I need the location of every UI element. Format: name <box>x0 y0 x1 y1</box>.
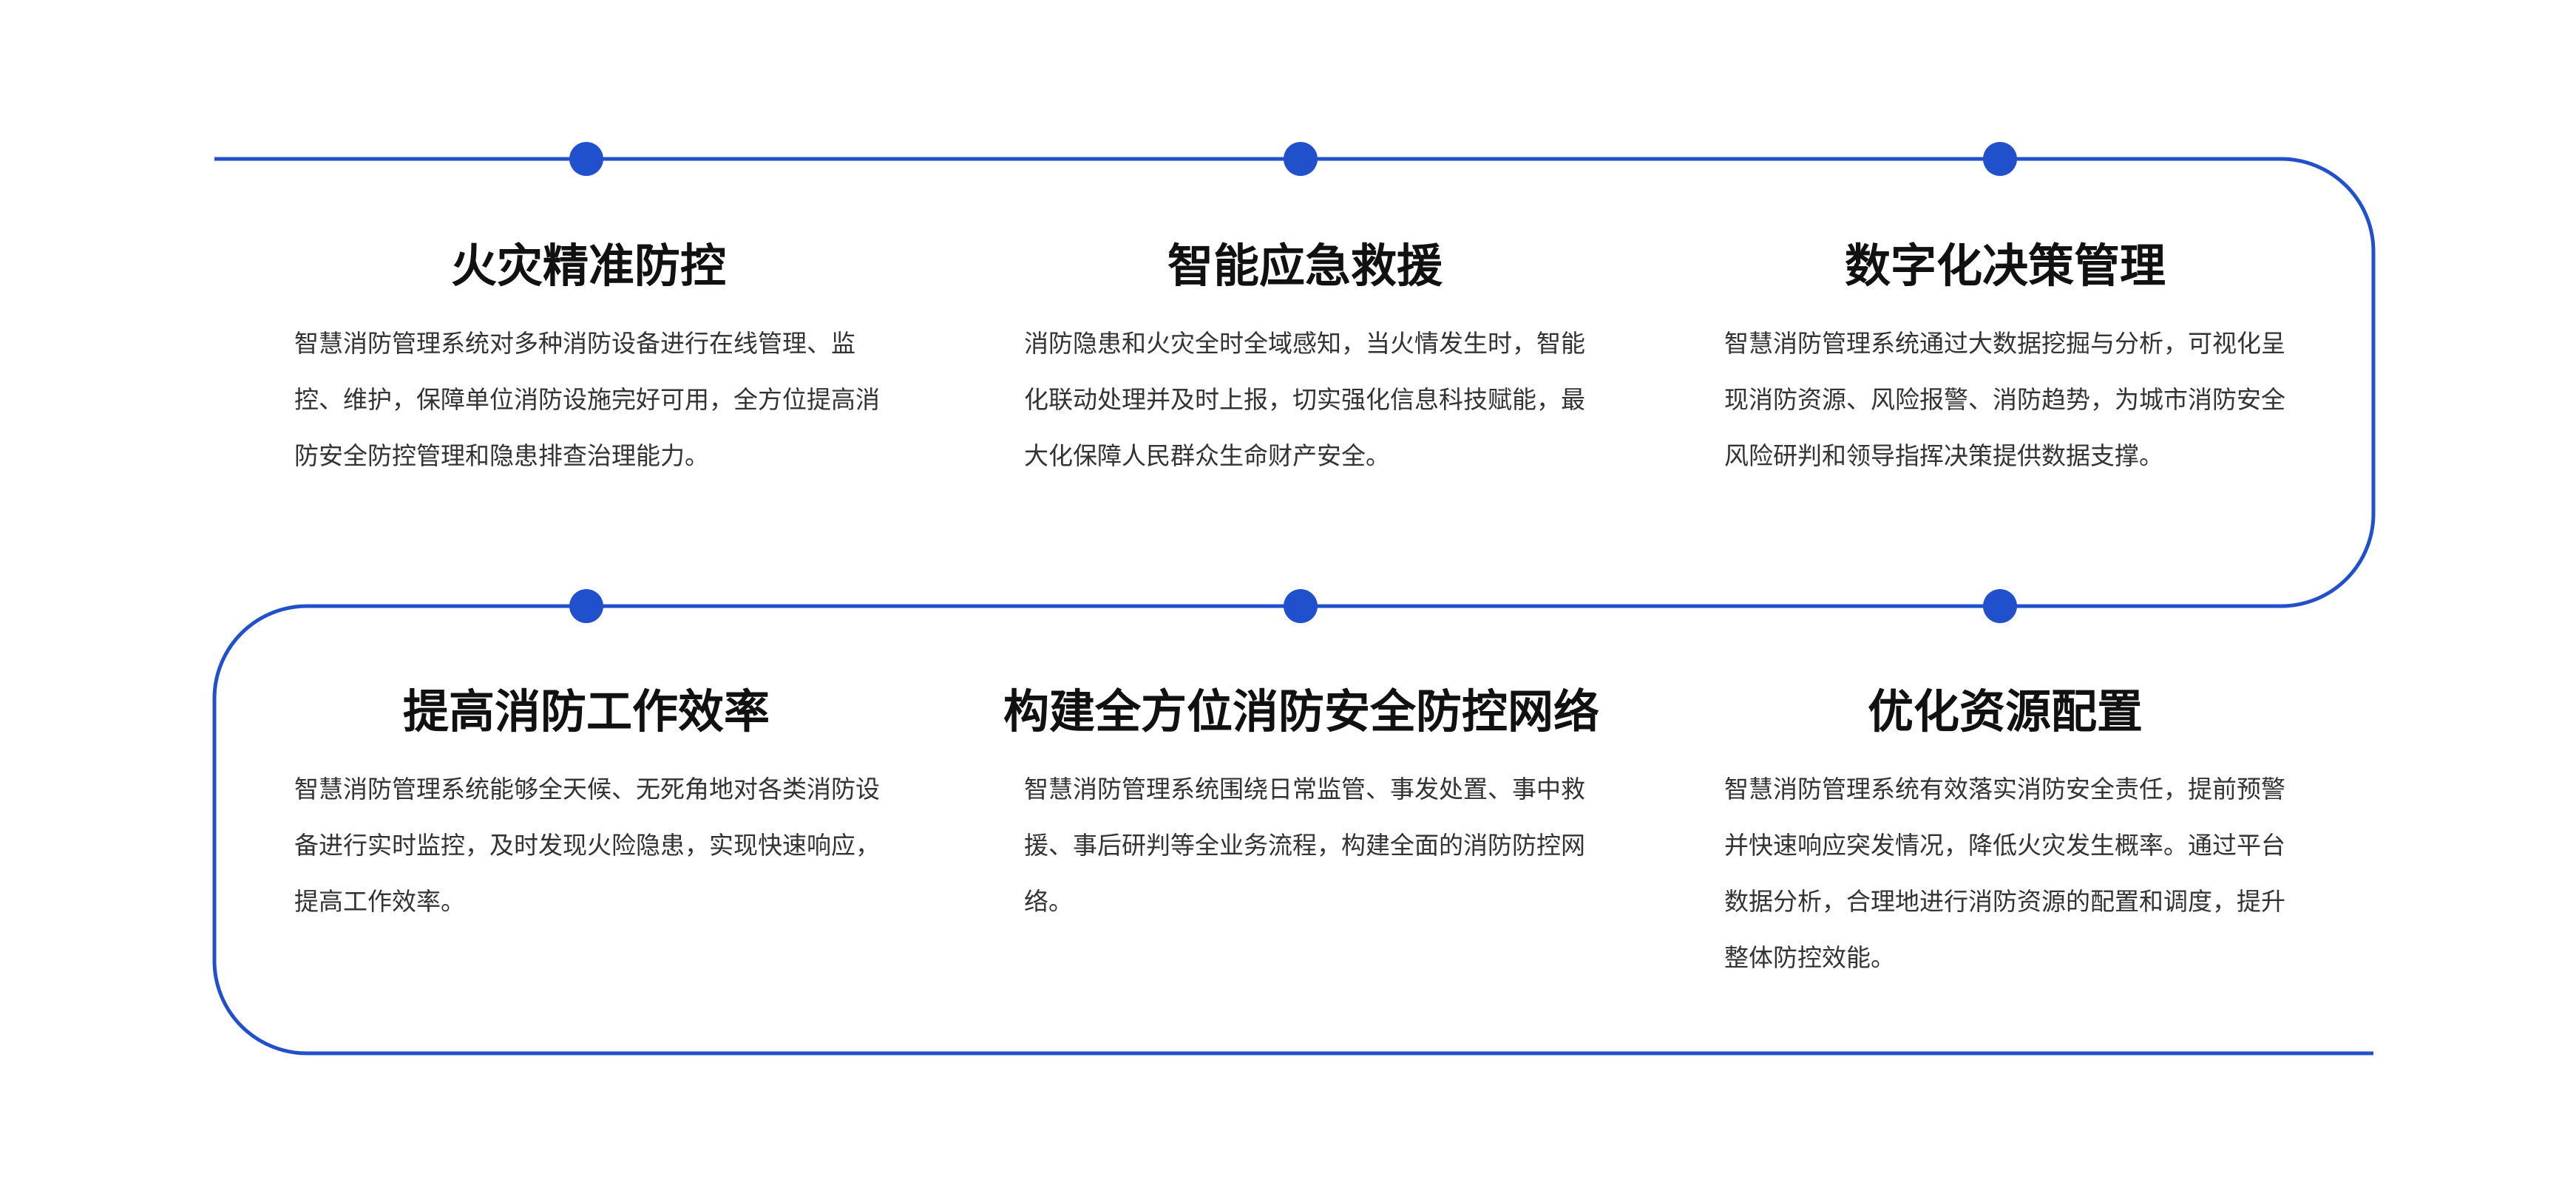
card-title: 提高消防工作效率 <box>402 684 770 738</box>
card-title: 智能应急救援 <box>1167 239 1443 293</box>
timeline-node-4 <box>569 589 603 623</box>
card-title: 火灾精准防控 <box>450 239 726 293</box>
card-description: 智慧消防管理系统能够全天候、无死角地对各类消防设备进行实时监控，及时发现火险隐患… <box>294 775 880 916</box>
feature-card-fire-prevention: 火灾精准防控 智慧消防管理系统对多种消防设备进行在线管理、监控、维护，保障单位消… <box>294 237 886 480</box>
timeline-node-3 <box>1983 142 2017 176</box>
card-description: 消防隐患和火灾全时全域感知，当火情发生时，智能化联动处理并及时上报，切实强化信息… <box>1024 329 1585 470</box>
card-title: 构建全方位消防安全防控网络 <box>1003 684 1599 738</box>
card-description: 智慧消防管理系统通过大数据挖掘与分析，可视化呈现消防资源、风险报警、消防趋势，为… <box>1724 329 2285 470</box>
timeline-node-2 <box>1284 142 1318 176</box>
card-title: 数字化决策管理 <box>1844 239 2166 293</box>
card-description: 智慧消防管理系统对多种消防设备进行在线管理、监控、维护，保障单位消防设施完好可用… <box>294 329 880 470</box>
feature-card-resource-allocation: 优化资源配置 智慧消防管理系统有效落实消防安全责任，提前预警并快速响应突发情况，… <box>1724 682 2301 993</box>
card-description: 智慧消防管理系统围绕日常监管、事发处置、事中救援、事后研判等全业务流程，构建全面… <box>1024 775 1585 916</box>
feature-card-work-efficiency: 提高消防工作效率 智慧消防管理系统能够全天候、无死角地对各类消防设备进行实时监控… <box>294 682 886 926</box>
card-title: 优化资源配置 <box>1867 684 2143 738</box>
feature-card-digital-decision: 数字化决策管理 智慧消防管理系统通过大数据挖掘与分析，可视化呈现消防资源、风险报… <box>1724 237 2286 480</box>
feature-card-emergency-rescue: 智能应急救援 消防隐患和火灾全时全域感知，当火情发生时，智能化联动处理并及时上报… <box>1024 237 1586 480</box>
timeline-node-6 <box>1983 589 2017 623</box>
timeline-node-5 <box>1284 589 1318 623</box>
feature-card-safety-network: 构建全方位消防安全防控网络 智慧消防管理系统围绕日常监管、事发处置、事中救援、事… <box>976 682 1627 926</box>
timeline-node-1 <box>569 142 603 176</box>
card-description: 智慧消防管理系统有效落实消防安全责任，提前预警并快速响应突发情况，降低火灾发生概… <box>1724 775 2285 972</box>
